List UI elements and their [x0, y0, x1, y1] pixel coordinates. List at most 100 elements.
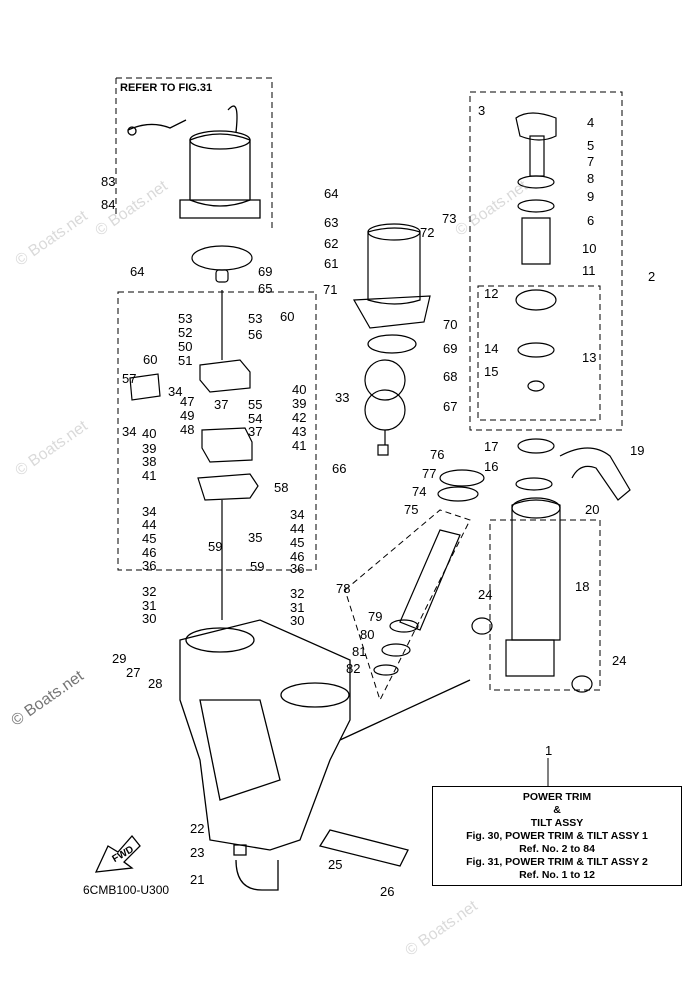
- part-number-49: 49: [180, 408, 195, 423]
- trim-cylinder: [505, 112, 631, 677]
- part-number-71: 71: [323, 282, 338, 297]
- part-number-64: 64: [130, 264, 145, 279]
- part-number-66: 66: [332, 461, 347, 476]
- part-number-40: 40: [142, 426, 157, 441]
- part-number-4: 4: [587, 115, 595, 130]
- part-number-31: 31: [290, 600, 305, 615]
- part-number-56: 56: [248, 327, 263, 342]
- part-number-64: 64: [324, 186, 339, 201]
- part-number-2: 2: [648, 269, 656, 284]
- part-number-58: 58: [274, 480, 289, 495]
- note-line5: Ref. No. 2 to 84: [519, 843, 595, 855]
- tilt-frame: [489, 519, 601, 691]
- part-number-27: 27: [126, 665, 141, 680]
- part-number-12: 12: [484, 286, 499, 301]
- trim-cylinder-frame: [469, 91, 623, 431]
- part-number-33: 33: [335, 390, 350, 405]
- part-number-37: 37: [214, 397, 229, 412]
- part-number-39: 39: [142, 441, 157, 456]
- valve-stack: [129, 245, 259, 620]
- part-number-59: 59: [250, 559, 265, 574]
- part-number-67: 67: [443, 399, 458, 414]
- part-number-21: 21: [190, 872, 205, 887]
- part-number-69: 69: [443, 341, 458, 356]
- part-number-35: 35: [248, 530, 263, 545]
- valve-frame: [117, 291, 317, 571]
- part-number-53: 53: [248, 311, 263, 326]
- part-number-23: 23: [190, 845, 205, 860]
- part-number-18: 18: [575, 579, 590, 594]
- part-number-53: 53: [178, 311, 193, 326]
- part-number-30: 30: [142, 611, 157, 626]
- part-number-60: 60: [280, 309, 295, 324]
- part-number-68: 68: [443, 369, 458, 384]
- part-number-69: 69: [258, 264, 273, 279]
- part-number-22: 22: [190, 821, 205, 836]
- note-box: POWER TRIM & TILT ASSY Fig. 30, POWER TR…: [432, 786, 682, 886]
- part-number-37: 37: [248, 424, 263, 439]
- part-number-28: 28: [148, 676, 163, 691]
- part-number-47: 47: [180, 394, 195, 409]
- part-number-34: 34: [142, 504, 157, 519]
- part-number-6: 6: [587, 213, 595, 228]
- part-number-59: 59: [208, 539, 223, 554]
- part-number-44: 44: [142, 517, 157, 532]
- part-number-50: 50: [178, 339, 193, 354]
- part-number-83: 83: [101, 174, 116, 189]
- motor-assy: [127, 105, 261, 219]
- part-number-46: 46: [290, 549, 305, 564]
- part-number-7: 7: [587, 154, 595, 169]
- part-number-63: 63: [324, 215, 339, 230]
- part-number-14: 14: [484, 341, 499, 356]
- part-number-74: 74: [412, 484, 427, 499]
- part-number-8: 8: [587, 171, 595, 186]
- part-number-72: 72: [420, 225, 435, 240]
- part-number-34: 34: [290, 507, 305, 522]
- note-line6: Fig. 31, POWER TRIM & TILT ASSY 2: [466, 856, 648, 868]
- part-number-43: 43: [292, 424, 307, 439]
- part-number-5: 5: [587, 138, 595, 153]
- dashed-frames: [115, 77, 623, 702]
- part-number-13: 13: [582, 350, 597, 365]
- fwd-arrow: [94, 834, 141, 873]
- note-ref-number: 1: [545, 743, 553, 758]
- part-number-45: 45: [290, 535, 305, 550]
- part-number-32: 32: [290, 586, 305, 601]
- part-number-19: 19: [630, 443, 645, 458]
- bracket-body: [179, 619, 471, 891]
- note-line3: TILT ASSY: [530, 817, 584, 829]
- refer-label: REFER TO FIG.31: [120, 82, 213, 94]
- note-line7: Ref. No. 1 to 12: [519, 869, 595, 881]
- part-number-24: 24: [612, 653, 627, 668]
- part-number-75: 75: [404, 502, 419, 517]
- note-line4: Fig. 30, POWER TRIM & TILT ASSY 1: [466, 830, 648, 842]
- part-number-36: 36: [290, 561, 305, 576]
- part-number-79: 79: [368, 609, 383, 624]
- part-number-60: 60: [143, 352, 158, 367]
- part-number-61: 61: [324, 256, 339, 271]
- part-number-80: 80: [360, 627, 375, 642]
- note-line2: &: [553, 804, 561, 816]
- part-number-39: 39: [292, 396, 307, 411]
- part-number-34: 34: [168, 384, 183, 399]
- part-number-41: 41: [142, 468, 157, 483]
- part-number-34: 34: [122, 424, 137, 439]
- part-number-76: 76: [430, 447, 445, 462]
- part-number-73: 73: [442, 211, 457, 226]
- part-number-26: 26: [380, 884, 395, 899]
- part-number-32: 32: [142, 584, 157, 599]
- part-number-55: 55: [248, 397, 263, 412]
- part-number-10: 10: [582, 241, 597, 256]
- part-number-16: 16: [484, 459, 499, 474]
- part-number-65: 65: [258, 281, 273, 296]
- diagram-code: 6CMB100-U300: [83, 883, 170, 897]
- shaft-assy: [373, 469, 593, 693]
- part-number-3: 3: [478, 103, 486, 118]
- part-number-46: 46: [142, 545, 157, 560]
- shaft-frame: [344, 509, 471, 702]
- part-number-40: 40: [292, 382, 307, 397]
- piston-frame: [477, 285, 601, 421]
- part-number-84: 84: [101, 197, 116, 212]
- part-number-45: 45: [142, 531, 157, 546]
